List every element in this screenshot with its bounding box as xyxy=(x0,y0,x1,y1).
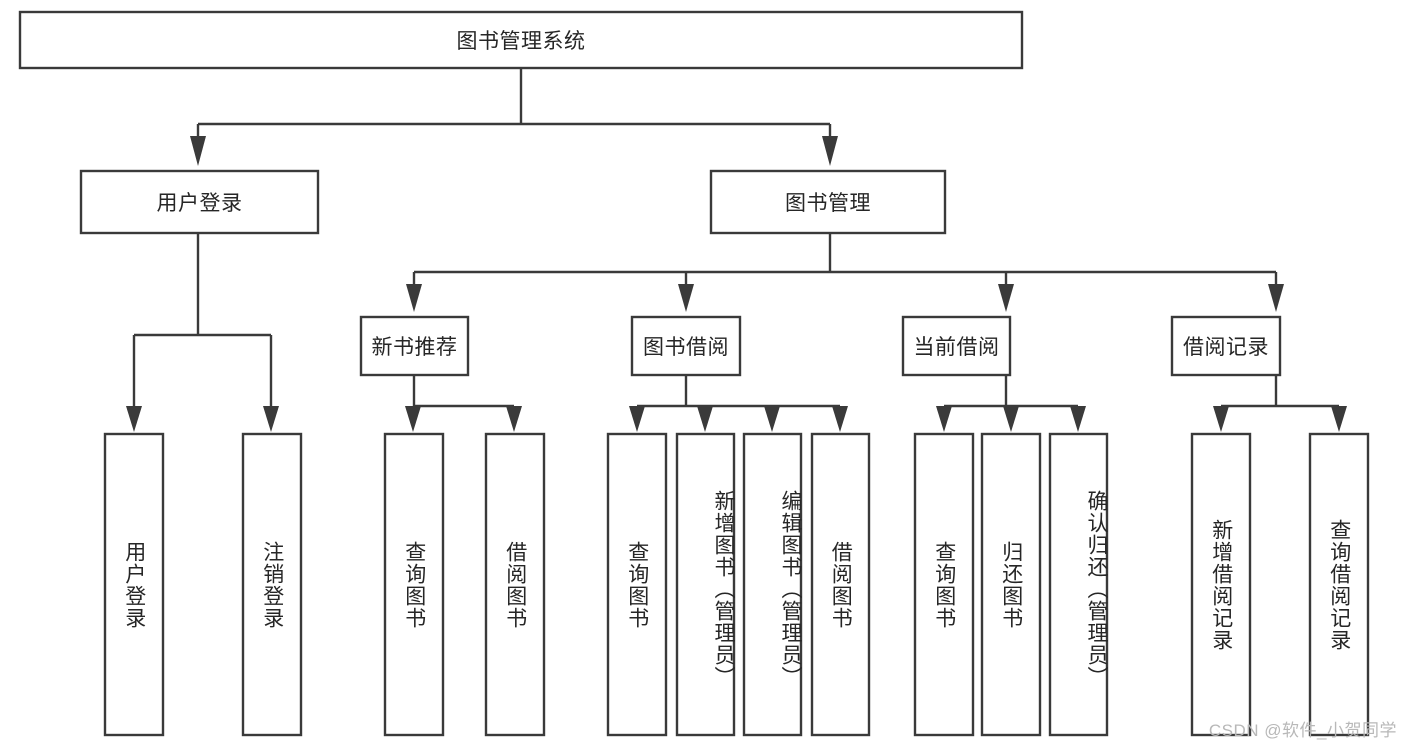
node-leaf-box[interactable] xyxy=(103,432,165,737)
arrow-head-leaf-group4-2 xyxy=(1331,406,1347,432)
node-leaf-box[interactable] xyxy=(913,432,975,737)
node-leaf-box[interactable] xyxy=(241,432,303,737)
node-leaf-box[interactable] xyxy=(742,432,803,737)
node-leaf-box[interactable] xyxy=(606,432,668,737)
arrow-head-current-borrow xyxy=(998,284,1014,312)
arrow-head-leaf-group2-4 xyxy=(832,406,848,432)
arrow-head-user-login xyxy=(190,136,206,166)
node-leaf-box[interactable] xyxy=(675,432,736,737)
node-current-borrow-box[interactable] xyxy=(901,315,1012,377)
node-new-book-recommend-box[interactable] xyxy=(359,315,470,377)
arrow-head-leaf-group3-3 xyxy=(1070,406,1086,432)
arrow-head-leaf-group1-1 xyxy=(405,406,421,432)
node-leaf-box[interactable] xyxy=(1048,432,1109,737)
watermark-text: CSDN @软件_小贺同学 xyxy=(1208,721,1397,740)
node-leaf-box[interactable] xyxy=(1190,432,1252,737)
arrow-head-leaf-user-login-1 xyxy=(126,406,142,432)
arrow-head-leaf-group4-1 xyxy=(1213,406,1229,432)
arrow-head-book-manage xyxy=(822,136,838,166)
node-leaf-box[interactable] xyxy=(1308,432,1370,737)
node-leaf-box[interactable] xyxy=(383,432,445,737)
node-book-borrow-box[interactable] xyxy=(630,315,742,377)
arrow-head-book-borrow xyxy=(678,284,694,312)
arrow-head-leaf-group2-3 xyxy=(764,406,780,432)
arrow-head-leaf-group2-1 xyxy=(629,406,645,432)
node-leaf-box[interactable] xyxy=(484,432,546,737)
arrow-head-leaf-group1-2 xyxy=(506,406,522,432)
node-root-box[interactable] xyxy=(18,10,1024,70)
arrow-head-leaf-group2-2 xyxy=(697,406,713,432)
node-user-login-box[interactable] xyxy=(79,169,320,235)
arrow-head-leaf-group3-2 xyxy=(1003,406,1019,432)
arrow-head-borrow-record xyxy=(1268,284,1284,312)
node-leaf-box[interactable] xyxy=(810,432,871,737)
arrow-head-leaf-group3-1 xyxy=(936,406,952,432)
arrow-head-new-book-recommend xyxy=(406,284,422,312)
arrow-head-leaf-user-login-2 xyxy=(263,406,279,432)
node-leaf-box[interactable] xyxy=(980,432,1042,737)
node-borrow-record-box[interactable] xyxy=(1170,315,1282,377)
node-book-manage-box[interactable] xyxy=(709,169,947,235)
